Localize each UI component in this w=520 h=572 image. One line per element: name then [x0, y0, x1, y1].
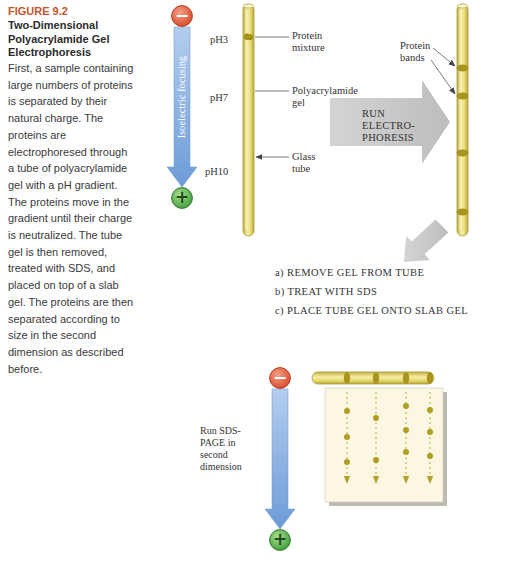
leader-arrow [256, 157, 289, 158]
leader-arrow [431, 60, 455, 94]
block-arrow-shape [330, 80, 450, 164]
part-label: Protein bands [400, 40, 444, 64]
protein-band [457, 209, 469, 216]
protein-spot [427, 453, 433, 459]
electrode-negative: − [171, 5, 193, 27]
node-text: RUN ELECTRO- PHORESIS [362, 108, 424, 144]
protein-band [457, 65, 469, 72]
part-label: Protein mixture [292, 30, 346, 54]
protein-speck [250, 38, 252, 40]
transfer-arrow [404, 220, 448, 262]
figure-caption: First, a sample containing large numbers… [8, 60, 136, 377]
protein-spot [427, 407, 433, 413]
electrode-positive: + [171, 187, 193, 209]
leader-arrow [433, 48, 455, 66]
slab-gel [325, 388, 443, 502]
edge-label: Isoelectric focusing [176, 56, 188, 139]
protein-spot [373, 457, 379, 463]
protein-band [457, 150, 469, 157]
ph-label: pH3 [210, 34, 242, 46]
electrode-circle [270, 530, 291, 551]
tube-opening [457, 4, 467, 8]
ph-label: pH7 [210, 92, 242, 104]
block-arrow-connector [265, 389, 295, 529]
node-text: + [171, 187, 193, 209]
node-text: − [269, 367, 291, 389]
protein-spot [344, 459, 350, 465]
leader-line [255, 91, 289, 92]
protein-spot [427, 429, 433, 435]
edge-label: Run SDS-PAGE in second dimension [200, 425, 256, 473]
electrode-negative: − [269, 367, 291, 389]
protein-band [427, 372, 433, 384]
glass-highlight [460, 10, 461, 230]
step-text: b) TREAT WITH SDS [275, 286, 515, 298]
protein-mixture [244, 34, 254, 40]
figure-number: FIGURE 9.2 [8, 5, 128, 18]
protein-band [373, 372, 379, 384]
protein-spot [403, 449, 409, 455]
protein-spot [344, 434, 350, 440]
glass-tube [243, 4, 254, 236]
node-text: + [269, 529, 291, 551]
electrode-circle [172, 6, 193, 27]
protein-speck [246, 34, 248, 36]
part-label: Glass tube [292, 151, 332, 175]
electrode-positive: + [269, 529, 291, 551]
step-text: a) REMOVE GEL FROM TUBE [275, 267, 515, 279]
glass-tube [457, 4, 468, 236]
process-arrow: RUN ELECTRO- PHORESIS [330, 80, 450, 164]
protein-spot [344, 408, 350, 414]
electrode-circle [270, 368, 291, 389]
protein-band [457, 93, 469, 100]
tube-gel [312, 372, 434, 384]
protein-spot [373, 415, 379, 421]
protein-band [344, 372, 350, 384]
ph-label: pH10 [205, 166, 241, 178]
glass-highlight [246, 10, 247, 230]
protein-spot [403, 427, 409, 433]
protein-spot [403, 403, 409, 409]
migration-lane [376, 392, 377, 480]
figure-title: Two-Dimensional Polyacrylamide Gel Elect… [8, 19, 136, 60]
block-arrow-connector [167, 27, 197, 187]
electrode-circle [172, 188, 193, 209]
migration-lane [430, 392, 431, 480]
tube-opening [243, 4, 253, 8]
protein-band [403, 372, 409, 384]
step-text: c) PLACE TUBE GEL ONTO SLAB GEL [275, 305, 515, 317]
node-text: − [171, 5, 193, 27]
leader-line [255, 37, 289, 38]
